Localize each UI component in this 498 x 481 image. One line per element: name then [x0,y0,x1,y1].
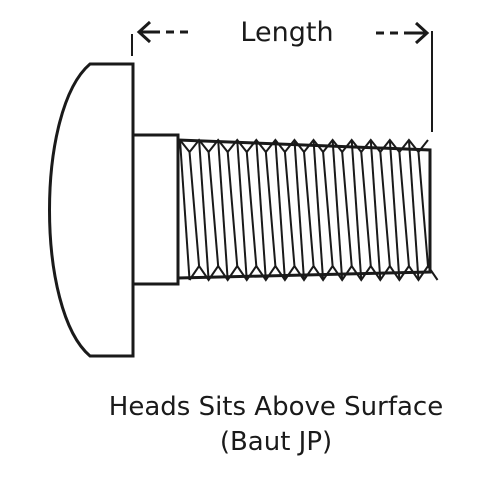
thread-flank [341,151,353,267]
thread-flank [283,151,296,267]
caption-line-1: Heads Sits Above Surface [109,392,443,422]
thread-flank [255,139,267,281]
thread-flank [417,151,429,267]
thread-flank [198,139,210,281]
thread-flank [236,139,248,281]
bolt-head [48,62,135,358]
bolt-shoulder [131,133,180,286]
thread-flank [350,139,363,281]
right-dimension-arrow [376,21,430,45]
length-label: Length [240,17,333,48]
thread-flank [369,139,382,281]
thread-flank [179,139,191,281]
thread-flank [398,151,410,267]
thread-flank [331,139,344,281]
thread-flank [322,151,334,267]
thread-flank [217,139,229,281]
left-dimension-arrow [136,20,188,44]
thread-flank [303,151,315,267]
thread-flank [388,139,401,281]
thread-flank [264,151,277,267]
caption-line-2: (Baut JP) [220,427,332,457]
thread-flank [360,151,372,267]
thread-flank [379,151,391,267]
thread-flank [312,139,325,281]
thread-flank [207,151,220,267]
thread-flank [226,151,239,267]
thread-flank [293,139,305,281]
thread-flank [245,151,258,267]
thread-flank [188,151,201,267]
thread-flank [274,139,286,281]
thread-flanks [179,139,429,281]
thread-flank [407,139,420,281]
